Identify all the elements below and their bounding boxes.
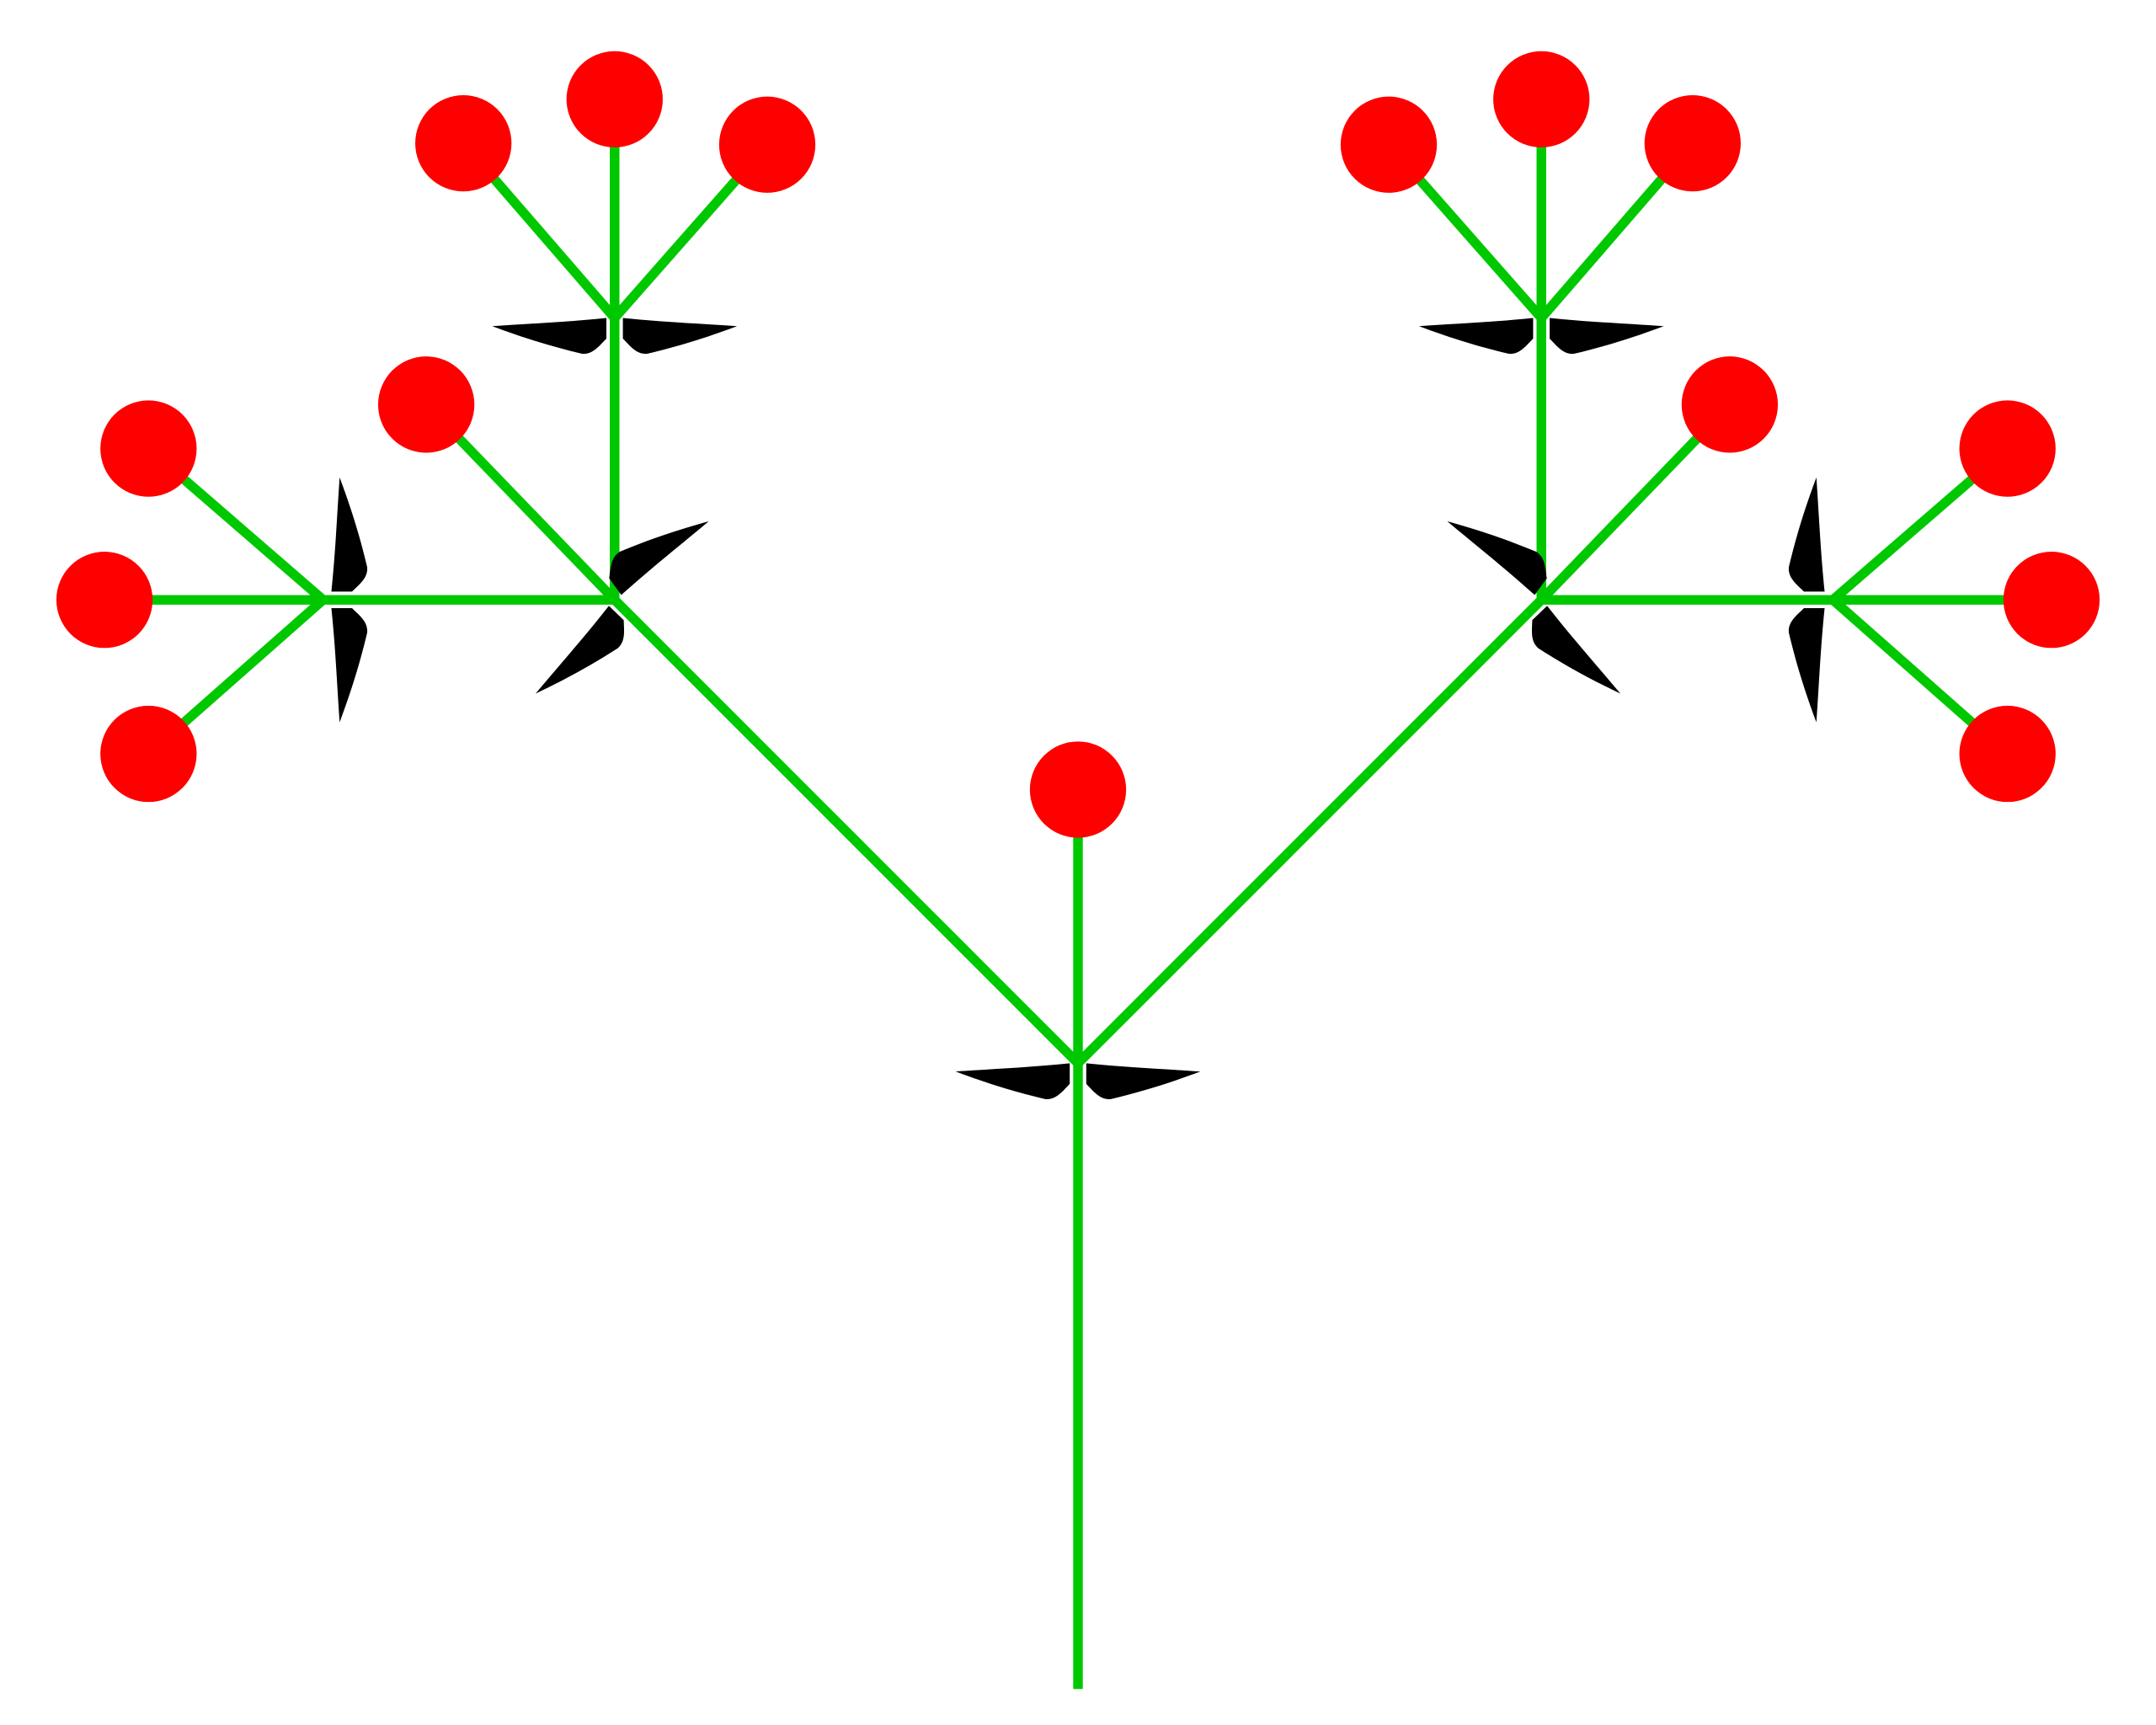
flower: [415, 94, 512, 192]
central-flower: [1029, 741, 1127, 838]
flower: [718, 96, 816, 193]
left-branch: [56, 51, 1082, 1067]
flower: [100, 705, 197, 803]
flower: [56, 552, 153, 649]
flower: [566, 51, 663, 148]
right-branch: [1078, 51, 2100, 1064]
flower: [377, 356, 475, 453]
flowers: [56, 51, 816, 803]
flower: [100, 400, 197, 497]
